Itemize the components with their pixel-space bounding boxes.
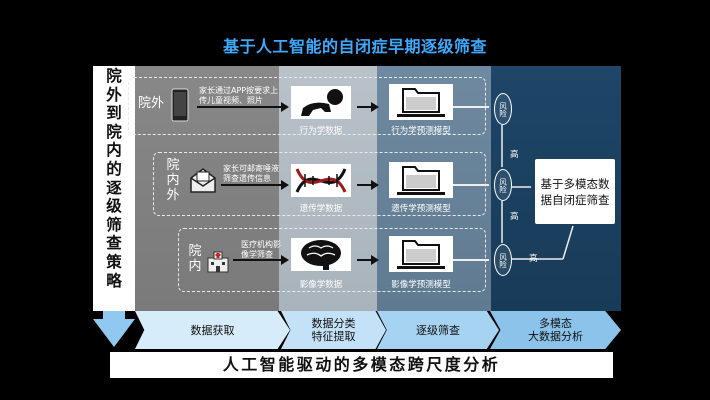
high-label: 高 [510, 150, 519, 160]
row-mixed-model-label: 遗传学预测模型 [391, 204, 451, 214]
arrow-line [453, 106, 489, 108]
arrow-line [233, 259, 285, 261]
model-icon [389, 162, 453, 198]
arrow-line [357, 184, 373, 186]
flow-connectors [501, 125, 574, 260]
phone-icon [171, 88, 189, 122]
row-mixed-location: 院内外 [166, 158, 180, 203]
hospital-icon [207, 251, 229, 273]
stage-analysis: 多模态 大数据分析 [490, 311, 621, 349]
arrow-line [221, 184, 285, 186]
risk-oval: 风险 [494, 93, 512, 125]
risk-oval: 风险 [494, 169, 512, 201]
footer-banner: 人工智能驱动的多模态跨尺度分析 [110, 352, 613, 378]
high-label: 高 [510, 212, 519, 222]
row-inside-model-label: 影像学预测模型 [391, 280, 451, 290]
row-outside-data-label: 行为学数据 [299, 126, 343, 136]
arrow-line [453, 259, 489, 261]
model-icon [389, 236, 453, 272]
dna-icon [291, 164, 351, 197]
strategy-arrow-head [93, 319, 135, 347]
model-icon [389, 84, 453, 120]
strategy-vertical-label: 院 外 到 院 内 的 逐 级 筛 查 策 略 [93, 66, 135, 311]
diagram-canvas: 院 外 到 院 内 的 逐 级 筛 查 策 略 院外 家长通过APP按要求上传儿… [93, 66, 621, 376]
strategy-arrow-shaft [103, 311, 125, 319]
row-inside-location: 院内 [188, 244, 202, 274]
row-outside-note: 家长通过APP按要求上传儿童视频、照片 [199, 86, 279, 105]
arrow-head [371, 255, 379, 265]
stage-acquisition: 数据获取 [135, 311, 290, 349]
arrow-line [357, 106, 373, 108]
row-inside-note: 医疗机构影像学筛查 [241, 240, 281, 259]
arrow-line [357, 259, 373, 261]
arrow-head [281, 102, 289, 112]
row-outside-model-label: 行为学预测模型 [391, 126, 451, 136]
brain-icon [291, 238, 351, 271]
arrow-head [371, 180, 379, 190]
high-label: 高 [529, 254, 538, 264]
stage-screening: 逐级筛查 [377, 311, 499, 349]
row-mixed-note: 家长可邮寄唾液筛查遗传信息 [223, 164, 279, 183]
mail-icon [190, 168, 216, 193]
row-outside-location: 院外 [138, 96, 165, 111]
row-inside-data-label: 影像学数据 [299, 280, 343, 290]
baby-icon [291, 86, 351, 119]
stage-extraction: 数据分类 特征提取 [281, 311, 386, 349]
row-mixed-data-label: 遗传学数据 [299, 204, 343, 214]
arrow-line [197, 106, 283, 108]
arrow-head [281, 255, 289, 265]
arrow-head [371, 102, 379, 112]
arrow-head [281, 180, 289, 190]
arrow-line [453, 184, 489, 186]
risk-oval: 风险 [494, 244, 512, 276]
page-title: 基于人工智能的自闭症早期逐级筛查 [222, 37, 487, 56]
result-box: 基于多模态数据自闭症筛查 [535, 159, 615, 224]
